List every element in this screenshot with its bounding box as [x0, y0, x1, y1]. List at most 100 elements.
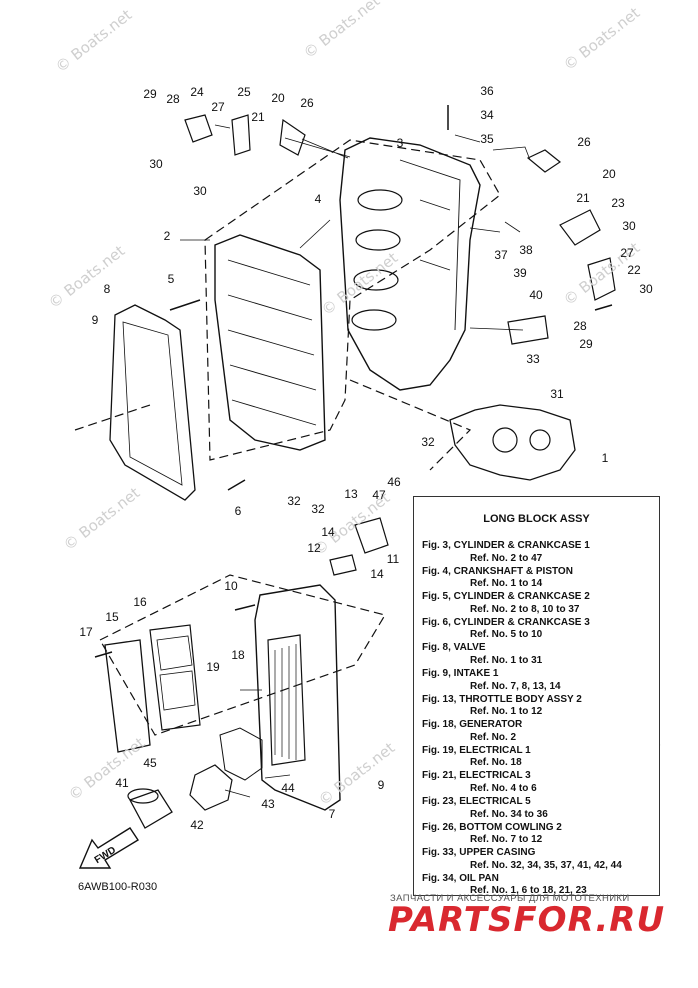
legend-fig-line: Fig. 3, CYLINDER & CRANKCASE 1: [422, 540, 590, 551]
callout-14: 14: [370, 567, 384, 581]
cover-25: [231, 114, 251, 156]
callout-21: 21: [251, 110, 265, 124]
callout-28: 28: [166, 92, 180, 106]
legend-box: LONG BLOCK ASSY Fig. 3, CYLINDER & CRANK…: [413, 496, 660, 896]
callout-2: 2: [163, 229, 171, 243]
legend-fig-line: Fig. 21, ELECTRICAL 3: [422, 770, 531, 782]
callout-47: 47: [372, 488, 386, 502]
legend-title: LONG BLOCK ASSY: [483, 513, 590, 525]
callout-28: 28: [573, 319, 587, 333]
legend-ref-line: Ref. No. 1, 6 to 18, 21, 23: [470, 885, 587, 897]
callout-7: 7: [328, 807, 336, 821]
legend-ref-line: Ref. No. 18: [470, 757, 522, 769]
cylinder-head: [214, 234, 326, 451]
callout-16: 16: [133, 595, 147, 609]
callout-42: 42: [190, 818, 204, 832]
callout-17: 17: [79, 625, 93, 639]
fwd-arrow-icon: [78, 827, 139, 869]
callout-43: 43: [261, 797, 275, 811]
callout-32: 32: [287, 494, 301, 508]
callout-35: 35: [480, 132, 494, 146]
callout-5: 5: [167, 272, 175, 286]
callout-20: 20: [602, 167, 616, 181]
callout-20: 20: [271, 91, 285, 105]
cover-26-right: [526, 149, 562, 173]
block-group-outline: [204, 139, 501, 461]
callout-3: 3: [396, 136, 404, 150]
callout-24: 24: [190, 85, 204, 99]
callout-12: 12: [307, 541, 321, 555]
legend-ref-line: Ref. No. 1 to 12: [470, 706, 543, 718]
callout-18: 18: [231, 648, 245, 662]
gasket-44: [219, 727, 263, 781]
callout-29: 29: [579, 337, 593, 351]
callout-34: 34: [480, 108, 494, 122]
legend-fig-line: Fig. 9, INTAKE 1: [422, 668, 499, 679]
callout-11: 11: [386, 552, 400, 566]
legend-fig-line: Fig. 33, UPPER CASING: [422, 847, 536, 859]
callout-30: 30: [149, 157, 163, 171]
gasket-16: [149, 624, 201, 731]
callout-45: 45: [143, 756, 157, 770]
legend-fig-line: Fig. 19, ELECTRICAL 1: [422, 744, 531, 756]
legend-ref-line: Ref. No. 2 to 8, 10 to 37: [470, 603, 580, 615]
housing-24: [184, 114, 213, 143]
callout-29: 29: [143, 87, 157, 101]
legend-fig-line: Fig. 34, OIL PAN: [422, 872, 499, 884]
legend-fig-line: Fig. 18, GENERATOR: [422, 719, 523, 731]
callout-27: 27: [620, 246, 634, 260]
legend-fig-line: Fig. 26, BOTTOM COWLING 2: [422, 821, 562, 833]
callout-23: 23: [611, 196, 625, 210]
callout-38: 38: [519, 243, 533, 257]
callout-9: 9: [91, 313, 99, 327]
legend-ref-line: Ref. No. 7, 8, 13, 14: [470, 680, 561, 692]
housing-23: [559, 209, 601, 246]
legend-fig-line: Fig. 13, THROTTLE BODY ASSY 2: [422, 693, 582, 705]
callout-15: 15: [105, 610, 119, 624]
thermostat-housing: [354, 517, 389, 554]
callout-31: 31: [550, 387, 564, 401]
legend-ref-line: Ref. No. 2: [470, 731, 517, 743]
legend-fig-line: Fig. 23, ELECTRICAL 5: [422, 796, 531, 807]
callout-14: 14: [321, 525, 335, 539]
callout-37: 37: [494, 248, 508, 262]
callout-13: 13: [344, 487, 358, 501]
filter-bracket-43: [189, 764, 233, 811]
legend-ref-line: Ref. No. 5 to 10: [470, 629, 543, 641]
callout-6: 6: [234, 504, 242, 518]
legend-fig-line: Fig. 8, VALVE: [422, 642, 486, 654]
callout-22: 22: [627, 263, 641, 277]
housing-22: [587, 257, 616, 301]
cylinder-block: [339, 137, 481, 391]
callout-9: 9: [377, 778, 385, 792]
callout-41: 41: [115, 776, 129, 790]
legend-fig-line: Fig. 4, CRANKSHAFT & PISTON: [422, 565, 573, 577]
callout-26: 26: [300, 96, 314, 110]
gasket-12: [329, 554, 357, 576]
cover-group-outline: [99, 574, 386, 736]
head-gasket: [109, 304, 196, 501]
callout-1: 1: [601, 451, 609, 465]
callout-44: 44: [281, 781, 295, 795]
legend-fig-line: Fig. 5, CYLINDER & CRANKCASE 2: [422, 591, 590, 603]
callout-40: 40: [529, 288, 543, 302]
callout-25: 25: [237, 85, 251, 99]
legend-ref-line: Ref. No. 4 to 6: [470, 782, 537, 794]
callout-4: 4: [314, 192, 322, 206]
callout-46: 46: [387, 475, 401, 489]
callout-30: 30: [193, 184, 207, 198]
callout-27: 27: [211, 100, 225, 114]
callout-10: 10: [224, 579, 238, 593]
legend-ref-line: Ref. No. 2 to 47: [470, 552, 543, 564]
callout-30: 30: [639, 282, 653, 296]
exhaust-cover: [254, 584, 341, 811]
callout-36: 36: [480, 84, 494, 98]
cover-26-left: [279, 118, 306, 156]
shop-tagline: ЗАПЧАСТИ И АКСЕССУАРЫ ДЛЯ МОТОТЕХНИКИ: [390, 893, 630, 904]
callout-26: 26: [577, 135, 591, 149]
legend-ref-line: Ref. No. 34 to 36: [470, 808, 548, 820]
cover-plate-15: [104, 639, 151, 753]
callout-32: 32: [311, 502, 325, 516]
callout-21: 21: [576, 191, 590, 205]
